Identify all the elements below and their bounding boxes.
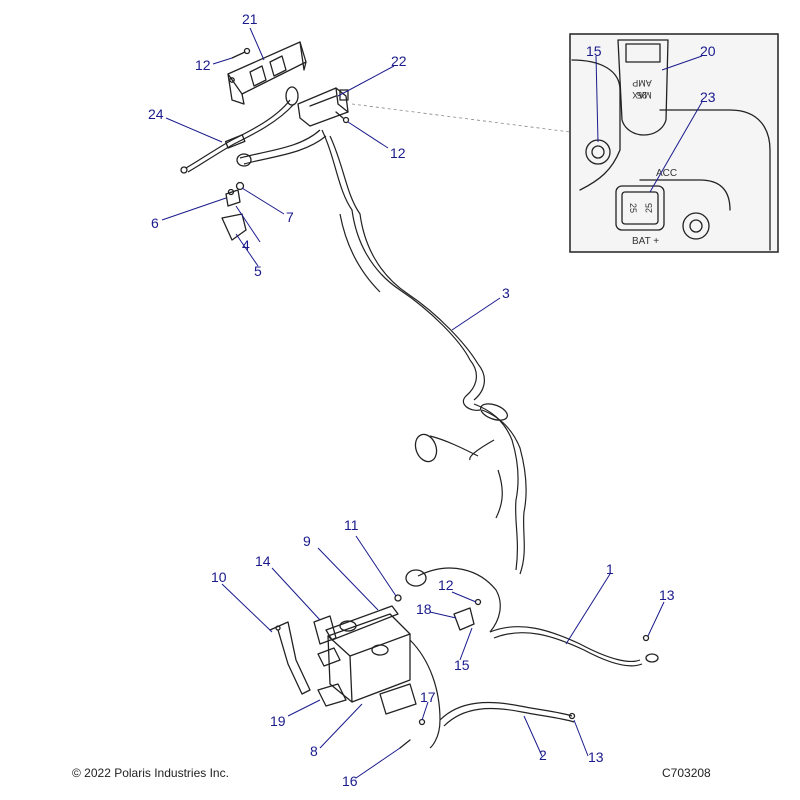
battery-strap-9	[325, 605, 399, 641]
small-bracket-5	[221, 213, 247, 241]
fastener-16	[399, 739, 411, 749]
callout-2: 2	[539, 747, 547, 763]
callout-numbers: 21 12 22 24 12 6 7 4 5 3 11 9 14 10 1 13…	[148, 11, 716, 789]
fuse-rating-mid: AMP	[632, 78, 652, 88]
pad-8b	[379, 683, 417, 715]
leader-lines	[161, 27, 703, 779]
callout-19: 19	[270, 713, 286, 729]
callout-12-bottom: 12	[438, 577, 454, 593]
callout-23: 23	[700, 89, 716, 105]
callout-15-bottom: 15	[454, 657, 470, 673]
callout-22: 22	[391, 53, 407, 69]
detail-inset: 25 AMP MAX 25 25 ACC BAT +	[351, 33, 779, 253]
callout-20: 20	[700, 43, 716, 59]
pad-14	[313, 615, 341, 667]
pad-19	[317, 683, 347, 707]
callout-18: 18	[416, 601, 432, 617]
callout-16: 16	[342, 773, 358, 789]
fuse-rating-top: 25	[637, 90, 647, 100]
mounting-bracket	[227, 41, 307, 105]
callout-10: 10	[211, 569, 227, 585]
terminal-bat-label: BAT +	[632, 236, 659, 247]
fuse-rating-bottom: MAX	[632, 90, 652, 100]
cable-1	[405, 567, 659, 667]
callout-7: 7	[286, 209, 294, 225]
callout-4: 4	[242, 237, 250, 253]
callout-9: 9	[303, 533, 311, 549]
callout-14: 14	[255, 553, 271, 569]
callout-6: 6	[151, 215, 159, 231]
hold-down-bracket-10	[269, 621, 311, 695]
nut-7	[235, 181, 245, 191]
fastener-13-right	[642, 634, 650, 642]
mini-fuse-digit-right: 25	[644, 203, 654, 213]
callout-21: 21	[242, 11, 258, 27]
callout-8: 8	[310, 743, 318, 759]
fuse-block	[297, 87, 349, 127]
fastener-13-bottom	[568, 712, 576, 720]
callout-3: 3	[502, 285, 510, 301]
callout-13-right: 13	[659, 587, 675, 603]
screw-11	[394, 594, 402, 602]
mini-fuse-digit-left: 25	[628, 203, 638, 213]
callout-24: 24	[148, 106, 164, 122]
battery-8	[327, 613, 411, 703]
wiring-harness-3	[236, 129, 527, 575]
callout-15-inset: 15	[586, 43, 602, 59]
callout-5: 5	[254, 263, 262, 279]
terminal-acc-label: ACC	[656, 168, 677, 179]
copyright-notice: © 2022 Polaris Industries Inc.	[72, 766, 229, 780]
bolt-12-top	[229, 47, 251, 83]
callout-12-right: 12	[390, 145, 406, 161]
screw-6	[227, 188, 235, 196]
bolt-12-right	[335, 111, 350, 124]
battery-cable-2	[409, 639, 575, 749]
callout-1: 1	[606, 561, 614, 577]
fastener-17	[418, 718, 426, 726]
drawing-code: C703208	[662, 766, 711, 780]
cable-24	[180, 86, 299, 174]
callout-11: 11	[344, 517, 359, 533]
relay-18	[453, 598, 482, 631]
callout-12-top: 12	[195, 57, 211, 73]
callout-17: 17	[420, 689, 436, 705]
callout-13-bottom: 13	[588, 749, 604, 765]
